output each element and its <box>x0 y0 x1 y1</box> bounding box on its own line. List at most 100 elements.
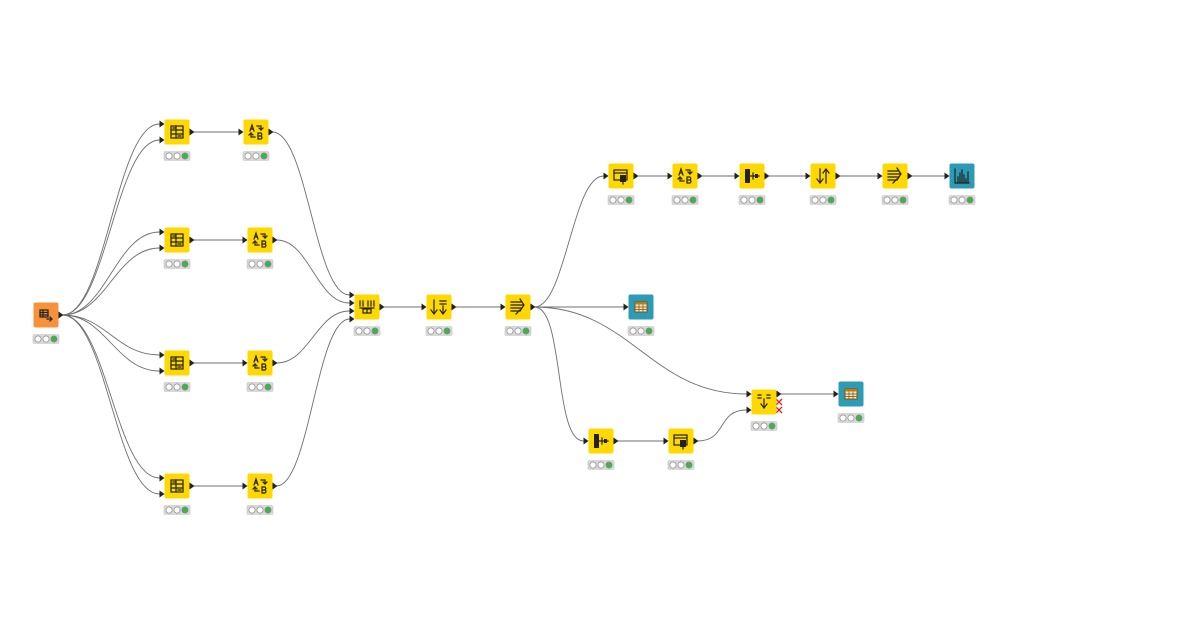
node-sort[interactable] <box>421 294 457 336</box>
output-port[interactable] <box>272 482 278 490</box>
input-port[interactable] <box>805 172 811 180</box>
output-port[interactable] <box>633 172 639 180</box>
output-port[interactable] <box>189 128 195 136</box>
connection-line[interactable] <box>534 306 584 442</box>
node-join-table[interactable] <box>833 381 865 423</box>
output-port[interactable] <box>613 437 619 445</box>
output-port[interactable] <box>189 482 195 490</box>
connection-line[interactable] <box>62 314 160 356</box>
node-rename-c2[interactable] <box>242 350 278 392</box>
node-body[interactable] <box>247 227 273 253</box>
input-port[interactable] <box>349 291 355 299</box>
output-port[interactable] <box>189 236 195 244</box>
output-port[interactable] <box>189 359 195 367</box>
connection-line[interactable] <box>62 123 160 316</box>
node-body[interactable] <box>426 294 452 320</box>
node-mid-table[interactable] <box>623 294 655 336</box>
node-body[interactable] <box>247 350 273 376</box>
node-body[interactable] <box>164 119 190 145</box>
node-top-2[interactable] <box>667 163 703 205</box>
node-body[interactable] <box>243 119 269 145</box>
node-concat[interactable] <box>349 291 385 336</box>
output-port[interactable] <box>764 172 770 180</box>
node-body[interactable] <box>882 163 908 189</box>
node-top-3[interactable] <box>734 163 770 205</box>
node-top-1[interactable] <box>603 163 639 205</box>
connection-line[interactable] <box>62 314 160 372</box>
input-port[interactable] <box>238 128 244 136</box>
node-rename-b2[interactable] <box>242 227 278 269</box>
connection-line[interactable] <box>276 239 350 304</box>
input-port[interactable] <box>159 474 165 482</box>
node-body[interactable] <box>164 350 190 376</box>
input-port[interactable] <box>159 367 165 375</box>
input-port[interactable] <box>159 136 165 144</box>
connection-line[interactable] <box>62 231 160 316</box>
node-body[interactable] <box>672 163 698 189</box>
node-split-d1[interactable] <box>159 473 195 515</box>
output-port[interactable] <box>907 172 913 180</box>
node-top-5[interactable] <box>877 163 913 205</box>
node-top-4[interactable] <box>805 163 841 205</box>
connection-line[interactable] <box>697 409 747 442</box>
connection-line[interactable] <box>276 318 350 487</box>
node-top-chart[interactable] <box>944 163 976 205</box>
output-port[interactable] <box>530 303 536 311</box>
node-body[interactable] <box>505 294 531 320</box>
node-join[interactable] <box>746 389 783 431</box>
input-port[interactable] <box>746 406 752 414</box>
input-port[interactable] <box>159 228 165 236</box>
connection-line[interactable] <box>534 175 604 308</box>
connection-line[interactable] <box>534 306 747 395</box>
input-port[interactable] <box>623 303 629 311</box>
input-port[interactable] <box>667 172 673 180</box>
input-port[interactable] <box>242 482 248 490</box>
node-filter[interactable] <box>500 294 536 336</box>
input-port[interactable] <box>159 244 165 252</box>
output-port[interactable] <box>451 303 457 311</box>
input-port[interactable] <box>159 490 165 498</box>
input-port[interactable] <box>242 236 248 244</box>
connection-line[interactable] <box>276 310 350 364</box>
input-port[interactable] <box>159 120 165 128</box>
node-split-a1[interactable] <box>159 119 195 161</box>
input-port[interactable] <box>944 172 950 180</box>
connection-line[interactable] <box>272 131 350 296</box>
output-port[interactable] <box>697 172 703 180</box>
input-port[interactable] <box>349 299 355 307</box>
input-port[interactable] <box>421 303 427 311</box>
node-bot-2[interactable] <box>663 428 699 470</box>
input-port[interactable] <box>242 359 248 367</box>
input-port[interactable] <box>349 315 355 323</box>
node-body[interactable] <box>247 473 273 499</box>
connection-line[interactable] <box>62 314 160 495</box>
node-split-b1[interactable] <box>159 227 195 269</box>
node-rename-a2[interactable] <box>238 119 274 161</box>
input-port[interactable] <box>349 307 355 315</box>
input-port[interactable] <box>833 390 839 398</box>
node-source[interactable] <box>32 302 64 344</box>
node-bot-1[interactable] <box>583 428 619 470</box>
node-body[interactable] <box>164 473 190 499</box>
output-port[interactable] <box>268 128 274 136</box>
input-port[interactable] <box>734 172 740 180</box>
output-port[interactable] <box>272 236 278 244</box>
input-port[interactable] <box>603 172 609 180</box>
node-rename-d2[interactable] <box>242 473 278 515</box>
connection-line[interactable] <box>62 247 160 316</box>
node-body[interactable] <box>164 227 190 253</box>
node-body[interactable] <box>810 163 836 189</box>
input-port[interactable] <box>583 437 589 445</box>
connection-line[interactable] <box>62 139 160 316</box>
output-port[interactable] <box>379 303 385 311</box>
input-port[interactable] <box>159 351 165 359</box>
output-port[interactable] <box>693 437 699 445</box>
input-port[interactable] <box>746 390 752 398</box>
output-port[interactable] <box>58 311 64 319</box>
node-split-c1[interactable] <box>159 350 195 392</box>
input-port[interactable] <box>877 172 883 180</box>
connection-line[interactable] <box>62 314 160 479</box>
input-port[interactable] <box>663 437 669 445</box>
output-port[interactable] <box>835 172 841 180</box>
